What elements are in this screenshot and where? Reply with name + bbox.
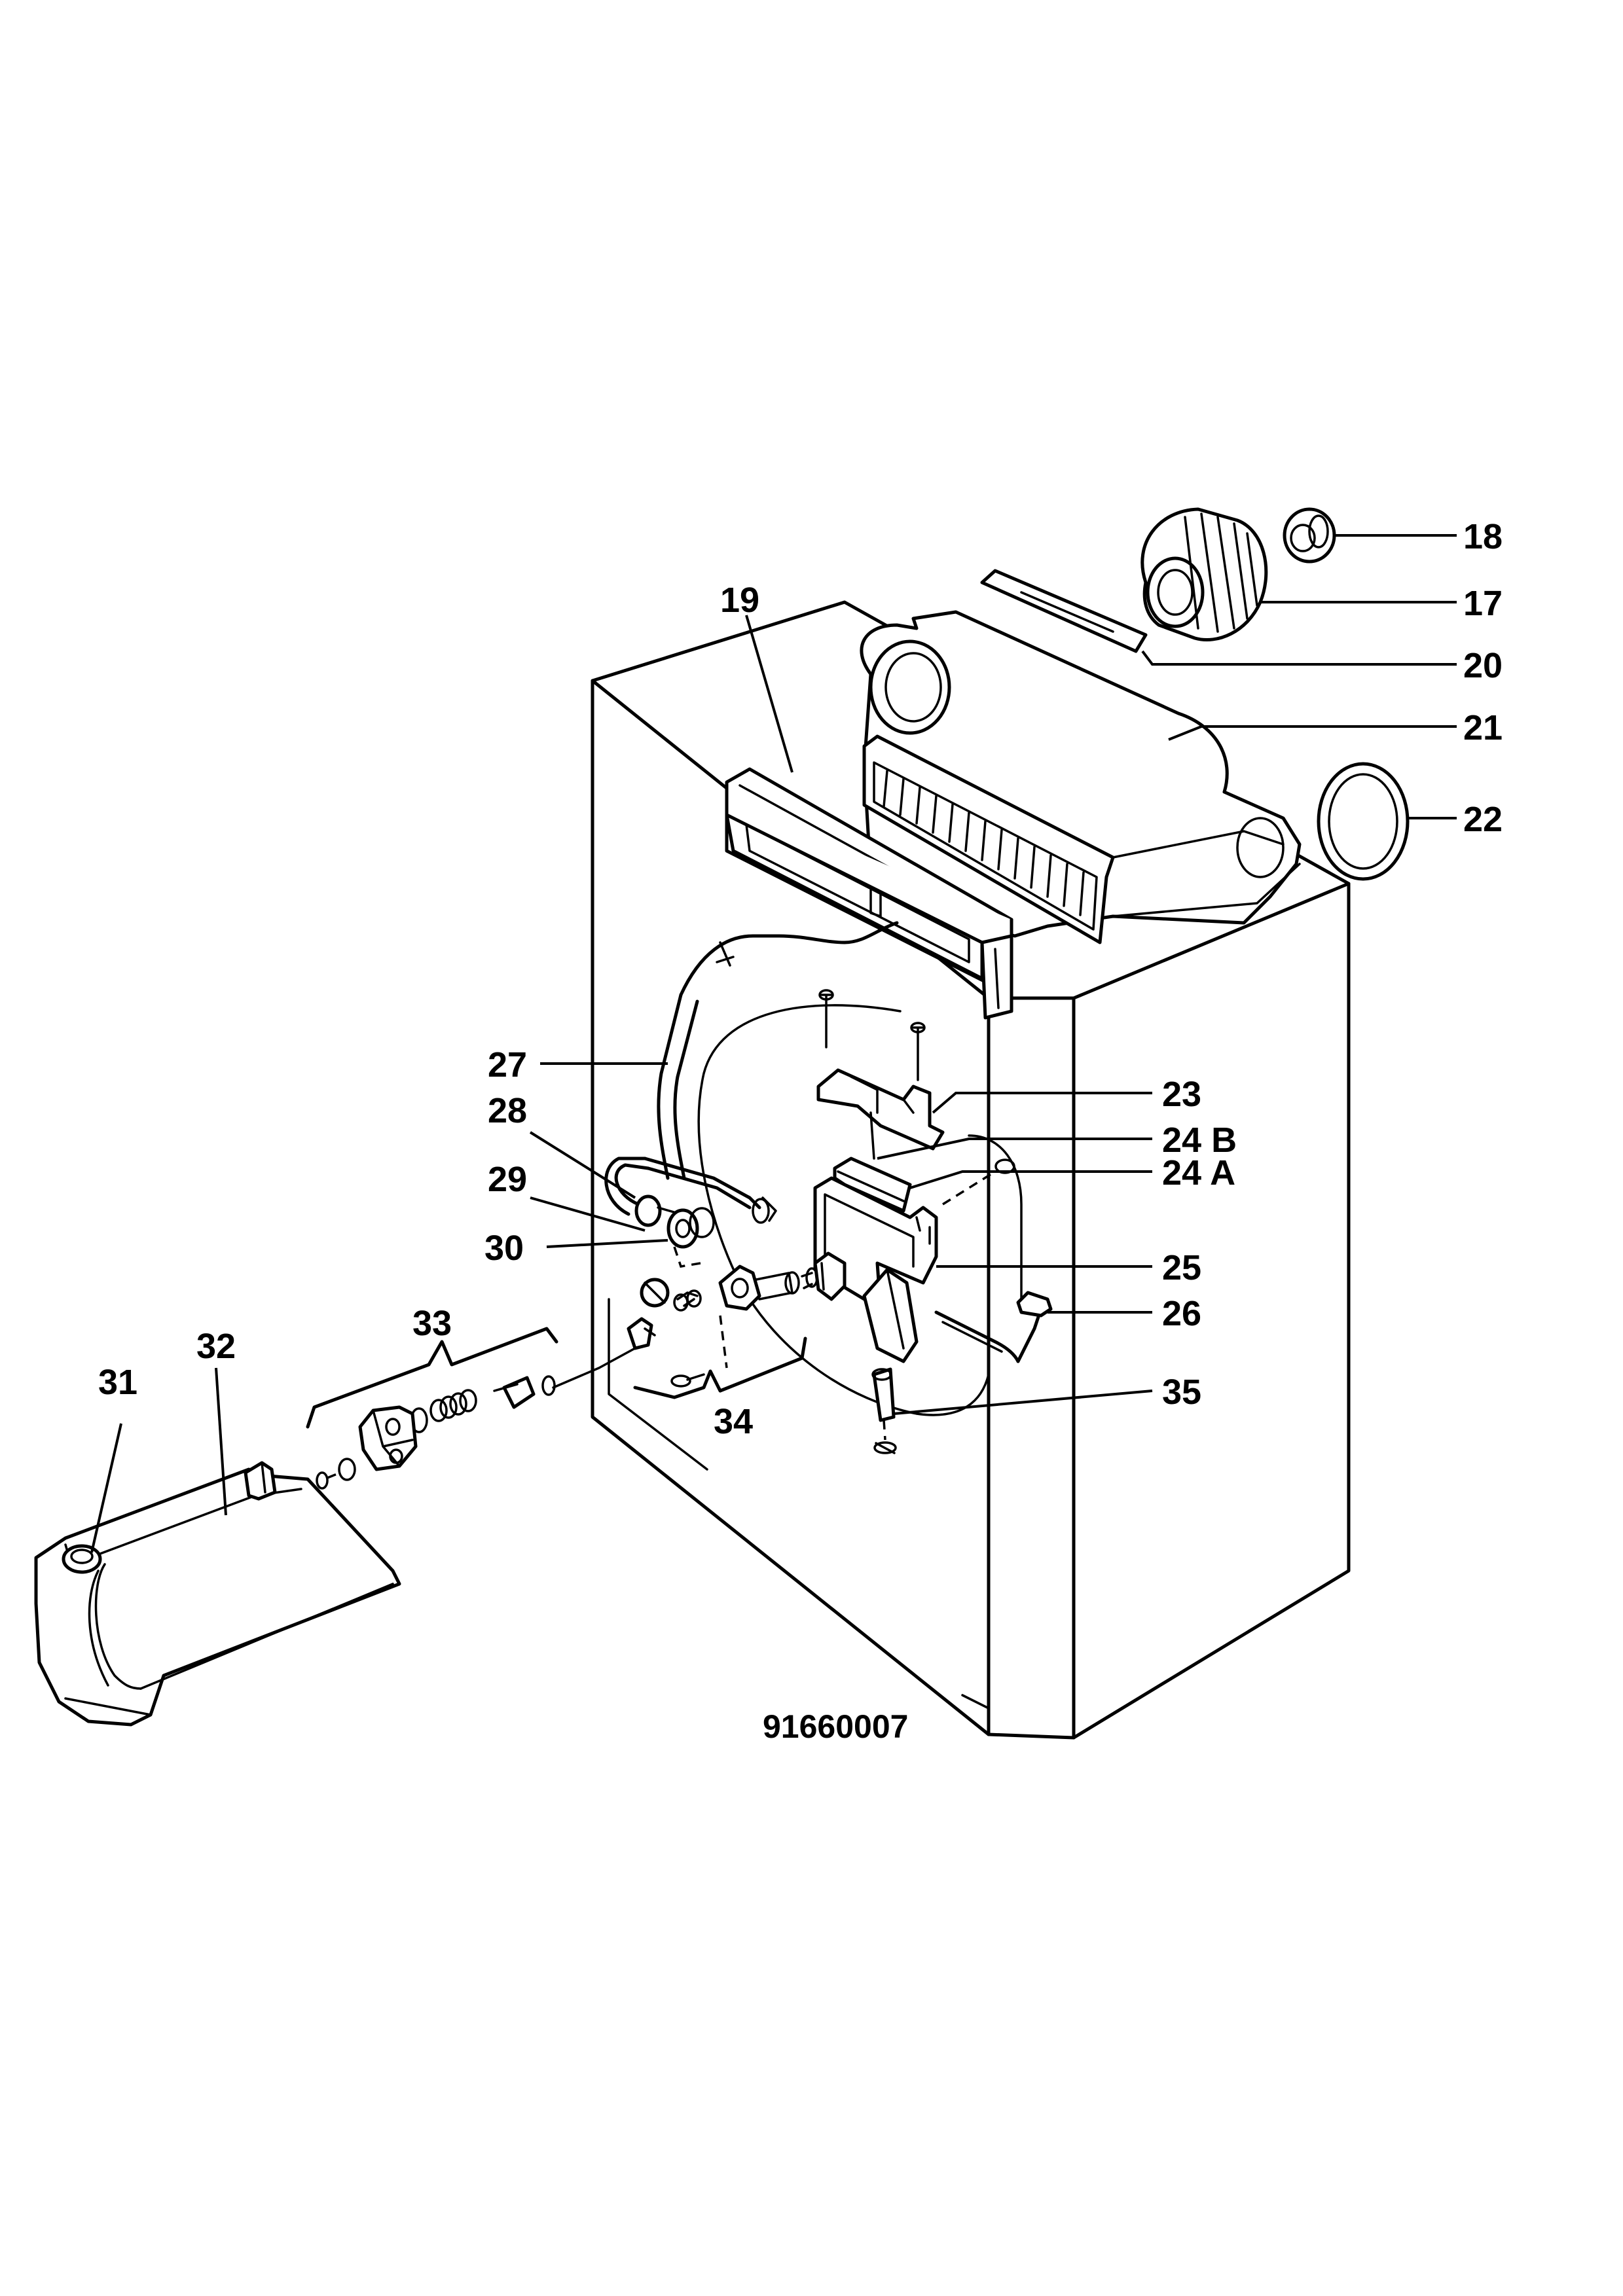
part-28-tube [604,1157,777,1224]
part-30-seal [666,1207,715,1268]
callout-30: 30 [484,1229,524,1268]
part-20-strip [980,569,1148,653]
leader-lines [90,534,1457,1553]
part-34-valve-assembly [640,1251,847,1388]
callout-31: 31 [98,1363,137,1402]
callout-17: 17 [1463,584,1503,623]
callout-25: 25 [1162,1248,1201,1287]
callout-23: 23 [1162,1075,1201,1114]
callout-18: 18 [1463,517,1503,556]
callout-29: 29 [488,1160,527,1199]
bracket-33 [306,1327,558,1429]
callout-26: 26 [1162,1294,1201,1333]
part-29-fitting [634,1194,682,1227]
callout-21: 21 [1463,708,1503,747]
callout-19: 19 [720,581,759,620]
part-31-cap [62,1544,102,1574]
drawing-number: 91660007 [763,1708,908,1745]
callout-32: 32 [196,1327,236,1366]
part-19-gasket-frame [725,767,1013,1020]
callout-24a: 24 A [1162,1153,1235,1193]
part-18-nut [1283,507,1336,564]
part-17-fan-wheel [1140,507,1268,642]
callout-20: 20 [1463,646,1503,685]
callout-labels: 18 17 20 21 22 19 23 24 B 24 A 25 26 35 … [98,517,1503,1441]
part-22-gasket-ring [1317,762,1410,881]
callout-35: 35 [1162,1372,1201,1412]
part-27-hose [657,921,899,1180]
bracket-34 [633,1336,807,1399]
part-23-bracket [816,989,945,1151]
part-26-connector [934,1291,1053,1363]
callout-27: 27 [488,1045,527,1085]
callout-24b: 24 B [1162,1121,1237,1160]
part-21-fan-housing [860,610,1302,944]
part-25-valve-block [813,1158,1015,1363]
part-35-plug [871,1367,897,1454]
callout-22: 22 [1463,800,1503,839]
part-33-solenoid-assembly [316,1317,656,1490]
callout-33: 33 [412,1304,452,1343]
cable-loop [697,1004,1023,1416]
callout-28: 28 [488,1091,527,1130]
part-32-tray [34,1461,401,1727]
callout-34: 34 [714,1402,753,1441]
